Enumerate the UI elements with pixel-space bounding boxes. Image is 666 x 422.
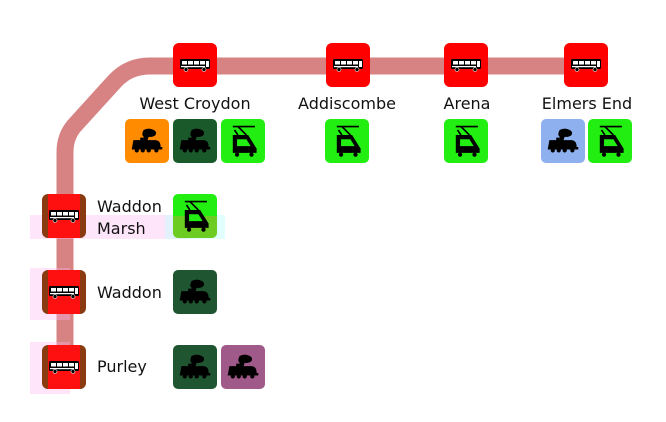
stop-west-croydon[interactable] xyxy=(173,43,217,87)
bus-icon xyxy=(450,58,482,72)
service-tram[interactable] xyxy=(588,119,632,163)
station-label: Arena xyxy=(443,94,491,113)
steam-train-icon xyxy=(178,279,212,305)
tram-icon xyxy=(178,199,212,233)
service-national-rail-1[interactable] xyxy=(125,119,169,163)
service-tram[interactable] xyxy=(221,119,265,163)
steam-train-icon xyxy=(546,128,580,154)
steam-train-icon xyxy=(178,128,212,154)
stop-waddon-marsh[interactable] xyxy=(42,194,86,238)
stop-purley[interactable] xyxy=(42,345,86,389)
service-tram[interactable] xyxy=(444,119,488,163)
station-label: Waddon xyxy=(97,283,162,302)
bus-icon xyxy=(332,58,364,72)
stop-arena[interactable] xyxy=(444,43,488,87)
stop-waddon[interactable] xyxy=(42,270,86,314)
station-label: Marsh xyxy=(97,219,146,238)
stop-addiscombe[interactable] xyxy=(326,43,370,87)
service-national-rail[interactable] xyxy=(541,119,585,163)
tram-icon xyxy=(330,124,364,158)
station-label: Elmers End xyxy=(541,94,633,113)
bus-icon xyxy=(570,58,602,72)
station-label: West Croydon xyxy=(139,94,251,113)
tram-icon xyxy=(449,124,483,158)
service-national-rail[interactable] xyxy=(173,270,217,314)
stop-elmers-end[interactable] xyxy=(564,43,608,87)
station-label: Purley xyxy=(97,357,147,376)
bus-icon xyxy=(48,360,80,374)
service-national-rail-2[interactable] xyxy=(221,345,265,389)
station-label: Waddon xyxy=(97,197,162,216)
bus-icon xyxy=(48,209,80,223)
steam-train-icon xyxy=(130,128,164,154)
service-tram[interactable] xyxy=(325,119,369,163)
service-national-rail-1[interactable] xyxy=(173,345,217,389)
steam-train-icon xyxy=(178,354,212,380)
steam-train-icon xyxy=(226,354,260,380)
tram-icon xyxy=(226,124,260,158)
bus-icon xyxy=(179,58,211,72)
service-tram[interactable] xyxy=(173,194,217,238)
service-national-rail-2[interactable] xyxy=(173,119,217,163)
station-label: Addiscombe xyxy=(298,94,396,113)
bus-icon xyxy=(48,285,80,299)
tram-icon xyxy=(593,124,627,158)
